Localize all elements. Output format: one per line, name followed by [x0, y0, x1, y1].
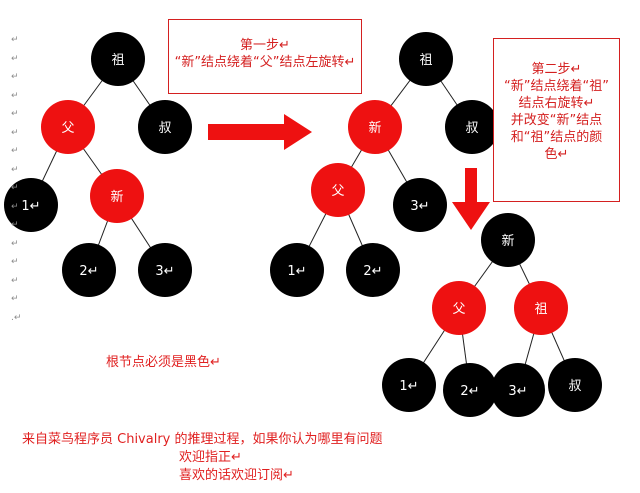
node-label: 1↵: [21, 199, 40, 214]
node-circle: [393, 178, 447, 232]
node-label: 新: [110, 189, 123, 205]
node-circle: [548, 358, 602, 412]
tree-node-t1-2: 2↵: [62, 243, 116, 297]
node-circle: [41, 100, 95, 154]
node-label: 3↵: [508, 384, 527, 399]
paragraph-marker: .↵: [11, 312, 22, 323]
step1-title: 第一步↵: [240, 38, 290, 53]
paragraph-marker: ↵: [11, 275, 19, 286]
node-circle: [4, 178, 58, 232]
node-circle: [348, 100, 402, 154]
tree-nodes: 祖父叔1↵新2↵3↵祖新叔父3↵1↵2↵新父祖1↵2↵3↵叔: [4, 32, 602, 417]
node-label: 1↵: [287, 264, 306, 279]
paragraph-marker: ↵: [11, 72, 19, 82]
node-circle: [481, 213, 535, 267]
node-label: 3↵: [410, 199, 429, 214]
node-circle: [138, 243, 192, 297]
tree-node-t2-shu: 叔: [445, 100, 499, 154]
node-label: 祖: [111, 53, 124, 68]
tree-node-t2-3: 3↵: [393, 178, 447, 232]
step2-title: 第二步↵: [531, 62, 582, 77]
tree-node-t3-1: 1↵: [382, 358, 436, 412]
right-arrow: [208, 114, 312, 150]
paragraph-marker: ↵: [11, 294, 19, 304]
paragraph-marker: ↵: [11, 35, 19, 45]
node-circle: [270, 243, 324, 297]
step2-box: 第二步↵ “新”结点绕着“祖” 结点右旋转↵ 并改变“新”结点 和“祖”结点的颜…: [493, 38, 620, 202]
tree-node-t2-2: 2↵: [346, 243, 400, 297]
step2-line-3: 并改变“新”结点: [510, 113, 603, 128]
step1-box: 第一步↵ “新”结点绕着“父”结点左旋转↵: [168, 19, 362, 94]
node-label: 祖: [534, 302, 547, 317]
node-label: 2↵: [460, 384, 479, 399]
node-circle: [90, 169, 144, 223]
tree-node-t3-xin: 新: [481, 213, 535, 267]
node-circle: [514, 281, 568, 335]
root-black-note: 根节点必须是黑色↵: [106, 355, 221, 370]
paragraph-marker: ↵: [11, 53, 19, 64]
node-label: 叔: [158, 121, 171, 136]
tree-node-t3-zu: 祖: [514, 281, 568, 335]
node-label: 新: [368, 120, 381, 136]
node-label: 父: [452, 302, 465, 317]
node-circle: [382, 358, 436, 412]
node-circle: [443, 363, 497, 417]
tree-node-t2-1: 1↵: [270, 243, 324, 297]
tree-node-t3-2: 2↵: [443, 363, 497, 417]
node-label: 2↵: [79, 264, 98, 279]
node-circle: [138, 100, 192, 154]
credit-line-2: 欢迎指正↵: [179, 450, 242, 465]
paragraph-marker: ↵: [11, 109, 19, 119]
node-label: 2↵: [363, 264, 382, 279]
tree-node-t2-xin: 新: [348, 100, 402, 154]
paragraph-marker: ↵: [11, 127, 19, 138]
step-arrows: [208, 114, 490, 230]
paragraph-marker: ↵: [11, 257, 19, 267]
node-label: 新: [501, 233, 514, 249]
paragraph-marker: ↵: [11, 201, 19, 212]
tree-node-t2-zu: 祖: [399, 32, 453, 86]
paragraph-marker: ↵: [11, 238, 19, 249]
node-label: 父: [61, 121, 74, 136]
node-circle: [62, 243, 116, 297]
tree-node-t3-3: 3↵: [491, 363, 545, 417]
tree-node-t1-1: 1↵: [4, 178, 58, 232]
node-label: 叔: [568, 379, 581, 394]
paragraph-marker: ↵: [11, 90, 19, 101]
tree-node-t3-fu: 父: [432, 281, 486, 335]
paragraph-marker: ↵: [11, 183, 19, 193]
paragraph-marker: ↵: [11, 146, 19, 156]
step2-line-2: 结点右旋转↵: [518, 96, 595, 111]
tree-node-t3-shu: 叔: [548, 358, 602, 412]
down-arrow: [452, 168, 490, 230]
node-circle: [311, 163, 365, 217]
tree-node-t1-zu: 祖: [91, 32, 145, 86]
node-label: 3↵: [155, 264, 174, 279]
tree-node-t1-xin: 新: [90, 169, 144, 223]
node-circle: [445, 100, 499, 154]
node-label: 父: [331, 184, 344, 199]
credit-line-1: 来自菜鸟程序员 Chivalry 的推理过程，如果你认为哪里有问题: [22, 432, 383, 447]
step2-line-4: 和“祖”结点的颜: [510, 130, 603, 145]
step2-line-1: “新”结点绕着“祖”: [504, 79, 609, 94]
node-circle: [91, 32, 145, 86]
node-circle: [491, 363, 545, 417]
node-label: 祖: [419, 53, 432, 68]
step2-line-5: 色↵: [544, 147, 569, 162]
node-circle: [432, 281, 486, 335]
tree-node-t1-3: 3↵: [138, 243, 192, 297]
step1-desc: “新”结点绕着“父”结点左旋转↵: [174, 55, 356, 70]
paragraph-marker: ↵: [11, 220, 19, 230]
node-label: 叔: [465, 121, 478, 136]
tree-node-t2-fu: 父: [311, 163, 365, 217]
tree-node-t1-fu: 父: [41, 100, 95, 154]
node-label: 1↵: [399, 379, 418, 394]
node-circle: [346, 243, 400, 297]
node-circle: [399, 32, 453, 86]
credit-line-3: 喜欢的话欢迎订阅↵: [179, 468, 294, 483]
tree-node-t1-shu: 叔: [138, 100, 192, 154]
paragraph-marker: ↵: [11, 164, 19, 175]
